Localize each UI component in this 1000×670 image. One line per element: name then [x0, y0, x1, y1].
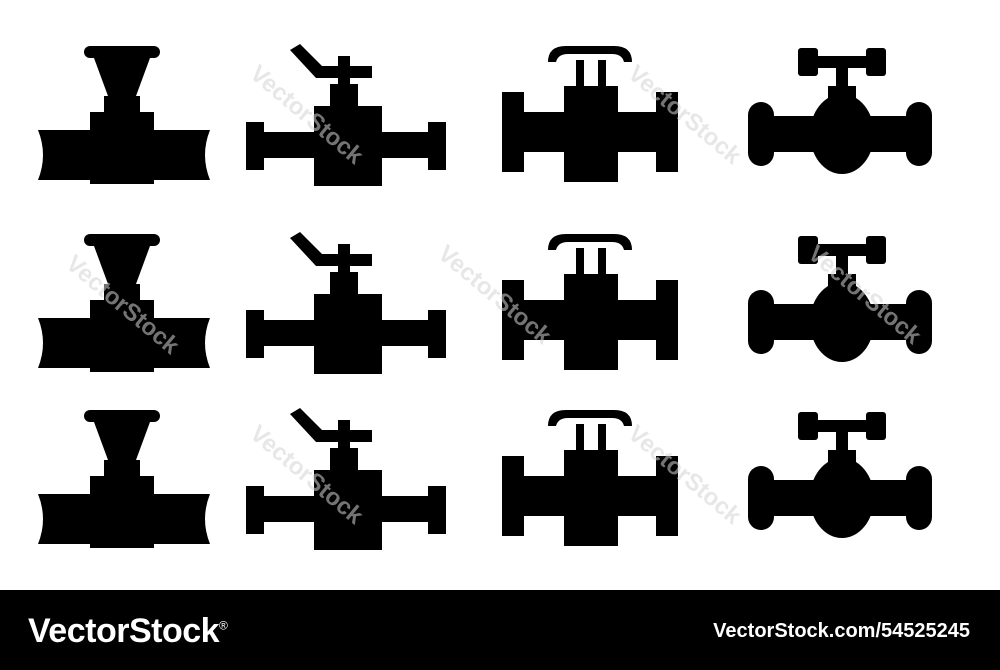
ball-valve-outline-icon	[246, 44, 446, 186]
registered-mark: ®	[219, 618, 228, 633]
globe-valve-solid-icon	[736, 236, 944, 362]
gate-valve-solid-icon	[484, 234, 696, 370]
outline-icon-row	[38, 44, 944, 186]
image-id: VectorStock.com/54525245	[713, 620, 970, 642]
valve-icon-grid	[38, 44, 944, 550]
footer-bar: VectorStock® VectorStock.com/54525245	[0, 590, 1000, 670]
icon-set-canvas: #row-outline .p, #row-outline .a, #row-o…	[38, 44, 944, 550]
pipe-valve-solid-icon	[38, 234, 210, 372]
color-icon-row	[38, 408, 944, 550]
globe-valve-outline-icon	[736, 48, 944, 174]
globe-valve-color-icon	[736, 412, 944, 538]
ball-valve-color-icon	[246, 408, 446, 550]
brand-name: VectorStock	[28, 612, 220, 650]
gate-valve-color-icon	[484, 410, 696, 546]
solid-icon-row	[38, 232, 944, 374]
pipe-valve-color-icon	[38, 410, 210, 548]
gate-valve-outline-icon	[484, 46, 696, 182]
ball-valve-solid-icon	[246, 232, 446, 374]
brand-logo: VectorStock®	[28, 612, 228, 651]
pipe-valve-outline-icon	[38, 46, 210, 184]
